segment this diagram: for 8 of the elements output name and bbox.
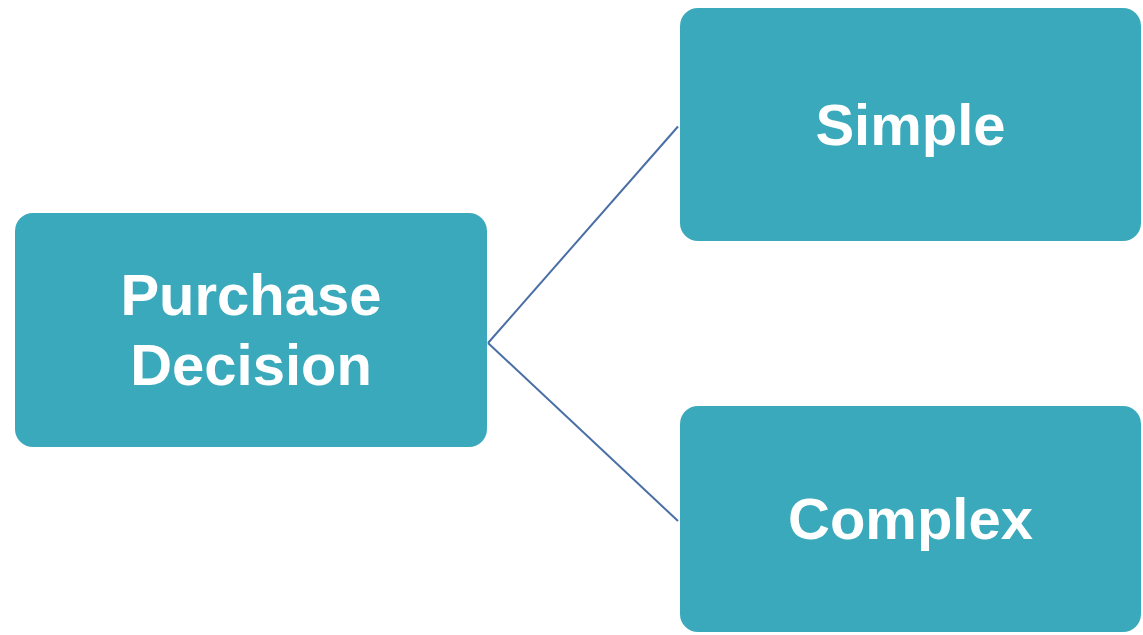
node-label: Purchase Decision bbox=[119, 261, 383, 399]
node-label: Simple bbox=[815, 90, 1006, 159]
node-label: Complex bbox=[788, 485, 1033, 554]
rounded-box bbox=[15, 213, 487, 447]
connector-line bbox=[487, 342, 679, 522]
connector-line bbox=[487, 125, 679, 344]
rounded-box bbox=[680, 406, 1141, 632]
rounded-box bbox=[680, 8, 1141, 241]
